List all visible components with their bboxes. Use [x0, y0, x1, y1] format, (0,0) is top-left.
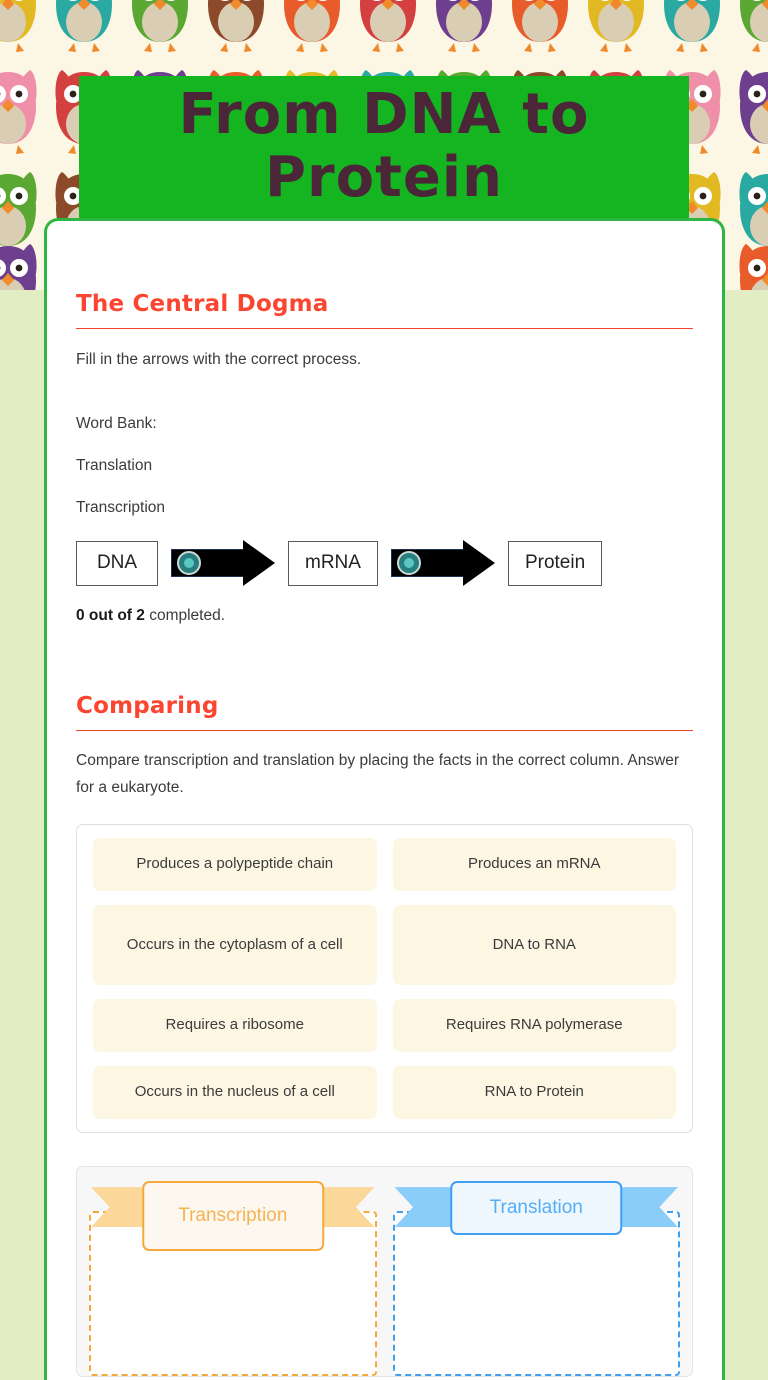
flow-node-mrna: mRNA	[288, 540, 378, 586]
fact-tile[interactable]: Requires RNA polymerase	[392, 999, 676, 1053]
fact-tile[interactable]: Produces an mRNA	[392, 838, 676, 892]
arrow-head-icon	[243, 540, 275, 587]
central-dogma-flow-diagram: DNA mRNA Protein	[76, 540, 693, 587]
section-description-comparing: Compare transcription and translation by…	[76, 752, 680, 796]
arrow-head-icon	[462, 540, 495, 587]
fact-tile[interactable]: Requires a ribosome	[93, 999, 377, 1053]
flow-node-dna: DNA	[76, 540, 158, 586]
fact-tile[interactable]: Occurs in the cytoplasm of a cell	[93, 905, 377, 986]
section-description-central-dogma: Fill in the arrows with the correct proc…	[76, 351, 362, 368]
fact-tiles-panel: Produces a polypeptide chain Produces an…	[76, 824, 693, 1134]
dropzone-area-translation[interactable]	[392, 1211, 680, 1377]
word-bank-label: Word Bank:	[76, 415, 157, 433]
dropzone-column-transcription[interactable]: Transcription	[89, 1181, 377, 1377]
page-title: From DNA to Protein	[178, 82, 590, 210]
flow-arrow-1[interactable]	[171, 540, 275, 587]
fact-tile[interactable]: DNA to RNA	[392, 905, 676, 986]
section-central-dogma: The Central Dogma Fill in the arrows wit…	[76, 221, 693, 625]
completion-status: 0 out of 2 completed.	[76, 607, 693, 625]
drop-target-dot-1[interactable]	[177, 551, 201, 576]
word-bank-word-translation[interactable]: Translation	[76, 457, 153, 475]
drop-target-dot-2[interactable]	[396, 551, 421, 576]
completion-suffix: completed.	[144, 607, 226, 625]
flow-node-protein: Protein	[507, 540, 603, 586]
section-heading-central-dogma: The Central Dogma	[76, 291, 329, 317]
section-heading-comparing: Comparing	[76, 693, 219, 720]
worksheet-card: The Central Dogma Fill in the arrows wit…	[44, 218, 725, 1380]
completion-count: 0 out of 2	[76, 607, 145, 625]
dropzone-column-translation[interactable]: Translation	[392, 1181, 680, 1377]
dropzone-area-transcription[interactable]	[89, 1211, 377, 1377]
section-divider	[76, 328, 693, 329]
dropzone-panel: Transcription Translation	[76, 1166, 693, 1378]
section-divider	[76, 730, 693, 732]
word-bank-word-transcription[interactable]: Transcription	[76, 498, 166, 516]
word-bank: Word Bank: Translation Transcription	[76, 413, 693, 518]
fact-tile[interactable]: Occurs in the nucleus of a cell	[93, 1066, 377, 1120]
fact-tile[interactable]: RNA to Protein	[392, 1066, 676, 1120]
section-comparing: Comparing Compare transcription and tran…	[76, 625, 693, 1378]
flow-arrow-2[interactable]	[390, 540, 495, 587]
fact-tile[interactable]: Produces a polypeptide chain	[93, 838, 377, 892]
worksheet-title-banner: From DNA to Protein	[79, 76, 689, 218]
